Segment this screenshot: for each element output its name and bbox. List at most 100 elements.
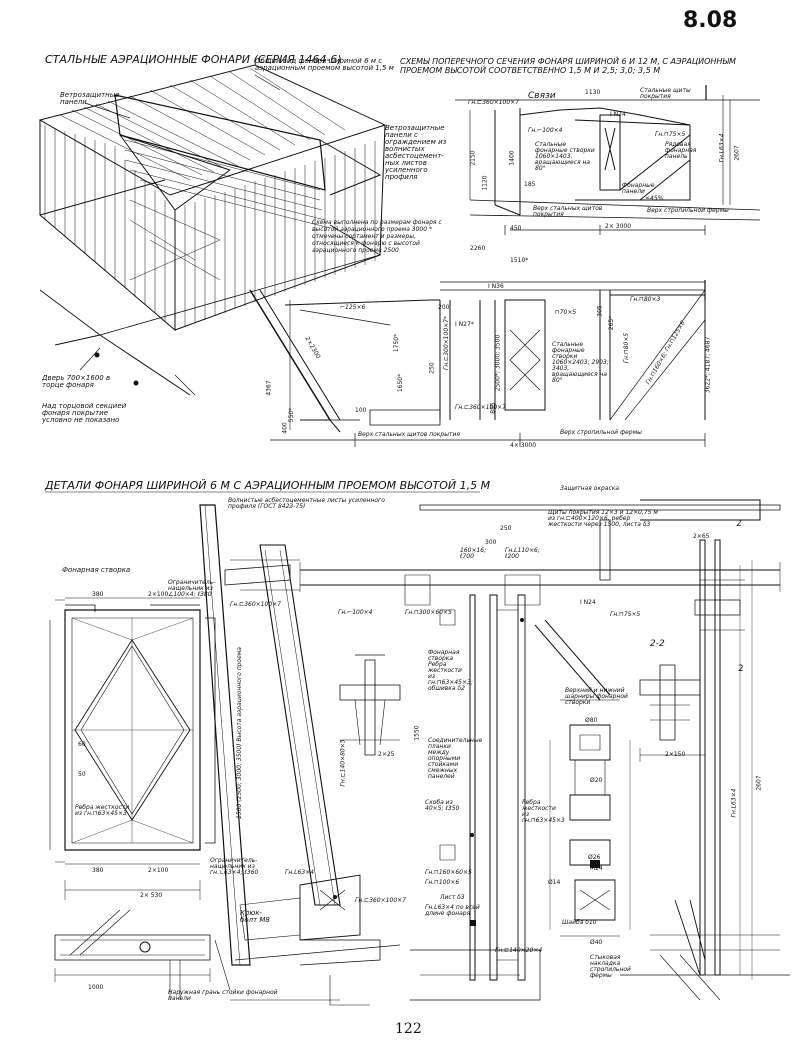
label-end-note: Над торцовой секцией фонаря покрытие усл… — [42, 402, 127, 424]
lbl-2x25: 2×25 — [378, 751, 395, 758]
lbl-4367: 4367 — [265, 380, 273, 396]
lbl-60: 60 — [78, 741, 86, 748]
hinges-detail — [549, 699, 631, 937]
label-door: Дверь 700×1600 в торце фонаря — [42, 374, 111, 389]
lbl-550: 550* — [288, 407, 296, 423]
lbl-d40: Ø40 — [590, 939, 603, 946]
lbl-1550: 1550 — [413, 725, 421, 741]
lbl-d26: Ø26 — [588, 854, 601, 861]
lbl-lantern-panels: Фонарные панели — [622, 182, 655, 195]
lbl-gn360: Гн.⊏360×100×7 — [468, 99, 519, 106]
lbl-2500: 2500*; 3000; 3500 — [494, 334, 502, 392]
lbl-gn360b: Гн.⊏360×100×7 — [455, 404, 506, 411]
lbl-ribs-b: Ребра жесткости из гн.⊓63×45×3 — [522, 799, 565, 824]
lbl-sash-ribs: Фонарная створка Ребра жесткости из гн.⊓… — [428, 649, 473, 692]
lbl-gn63x4: Гн.L63×4 — [718, 133, 726, 163]
lbl-hook-bolt: Крюк-болт М8 — [240, 909, 270, 924]
lbl-outer-face: Наружная грань стойки фонарной панели — [168, 989, 278, 1002]
lbl-gn140: Гн.⊏140×80×5 — [339, 739, 347, 787]
lbl-limiter-top: Ограничитель-нащельник из ∠100×4; ℓ380 — [168, 579, 216, 598]
lbl-4x3000: 4× 3000 — [510, 442, 537, 449]
lbl-2x100a: 2×100 — [148, 591, 169, 598]
lbl-160: 160×16; ℓ700 — [460, 547, 487, 560]
lbl-gn-l63: Гн.L63×4 — [285, 869, 314, 876]
lbl-110: Гн.L110×6; ℓ200 — [505, 547, 540, 560]
lbl-butt-overlay: Стыковая накладка стропильной фермы — [590, 954, 631, 979]
lbl-i24: I N24 — [610, 111, 626, 118]
section-detail-1 — [339, 654, 401, 756]
lbl-3622: 3622*; 4187; 4687 — [704, 336, 712, 394]
lbl-m24: M24 — [590, 865, 603, 872]
lbl-top-shields-b: Верх стальных щитов покрытия — [358, 431, 460, 438]
lbl-d20: Ø20 — [590, 777, 603, 784]
lbl-2x150: 2×150 — [665, 751, 686, 758]
lbl-2607b: 2607 — [755, 775, 763, 791]
lbl-gn75: Гн.⊓75×5 — [655, 131, 686, 138]
lbl-mark2b: 2 — [738, 664, 744, 674]
lbl-2260: 2260 — [470, 245, 486, 252]
lbl-305: 305 — [596, 305, 604, 317]
inclined-panel — [199, 504, 401, 1006]
lbl-250: 250 — [428, 362, 436, 374]
lbl-2150: 2150 — [469, 150, 477, 166]
lbl-limiter-bottom: Ограничитель-нащельник из гн.∟63×4; ℓ360 — [210, 857, 259, 876]
lbl-gn-l63-all: Гн.L63×4 по всей длине фонаря — [425, 904, 480, 917]
section-2-2 — [639, 664, 706, 762]
lbl-gn360x100: Гн.⊏360×100×7 — [230, 601, 281, 608]
lbl-i36: I N36 — [488, 283, 504, 290]
schemes-title: СХЕМЫ ПОПЕРЕЧНОГО СЕЧЕНИЯ ФОНАРЯ ШИРИНОЙ… — [400, 57, 736, 75]
lbl-gn75x5: Гн.⊓75×5 — [610, 611, 641, 618]
sheet-number: 8.08 — [683, 8, 738, 33]
lbl-gn160x60: Гн.⊓160×60×5 — [425, 869, 472, 876]
main-column — [299, 499, 781, 1001]
lbl-shields: Щиты покрытия 12×3 и 12×0,75 м из гн.⊏40… — [548, 509, 658, 528]
lbl-2607: 2607 — [733, 145, 741, 161]
roof-hatching — [44, 67, 376, 330]
lbl-1120: 1120 — [481, 175, 489, 191]
bottom-hinge-detail — [54, 909, 211, 1000]
lbl-250b: 250 — [500, 525, 512, 532]
lbl-gn80x5: Гн.⊓80×5 — [623, 332, 631, 364]
lbl-upper-lower-hinges: Верхний и нижний шарниры фонарной створк… — [565, 687, 628, 706]
lbl-1510: 1510* — [510, 257, 529, 264]
scheme-6m — [455, 85, 761, 235]
lbl-380a: 380 — [92, 591, 104, 598]
lbl-connecting-plates: Соединительные планки между опорными сто… — [428, 737, 483, 780]
lbl-1130: 1130 — [585, 89, 601, 96]
lbl-gn125x6: ⌐125×6 — [340, 304, 366, 311]
lbl-100: 100 — [355, 407, 367, 414]
lantern-sash-elevation — [49, 597, 216, 900]
label-wind-panels-note: Ветрозащитные панели с ограждением из во… — [385, 124, 447, 181]
lbl-2x100b: 2×100 — [148, 867, 169, 874]
lbl-d80: Ø80 — [585, 717, 598, 724]
lbl-bracket: Скоба из 40×5; ℓ350 — [425, 799, 460, 812]
lbl-opening-height: 1500 (2500; 3000; 3500) Высота аэрационн… — [236, 647, 243, 819]
lbl-protective: Защитная окраска — [560, 485, 620, 492]
lbl-pct45: ≤45% — [645, 195, 664, 202]
lbl-svyazi: Связи — [528, 91, 556, 101]
lbl-steel-sashes-b: Стальные фонарные створки 1060×2403; 290… — [552, 341, 609, 384]
scheme-12m — [249, 280, 706, 447]
lbl-400: 400 — [281, 422, 289, 434]
lbl-50: 50 — [78, 771, 86, 778]
lbl-top-truss: Верх стропильной фермы — [647, 207, 729, 214]
lbl-2x65: 2×65 — [693, 533, 710, 540]
lbl-scheme-note: Схема выполнена по размерам фонаря с выс… — [312, 219, 442, 254]
lbl-top-shields: Верх стальных щитов покрытия — [533, 205, 603, 218]
lbl-list8: Лист δ3 — [440, 894, 465, 901]
label-wind-panels: Ветрозащитные панели — [60, 91, 120, 106]
lbl-gn300x60: Гн.⊓300×60×5 — [405, 609, 452, 616]
right-column — [620, 539, 790, 1001]
lbl-gn300: Гн.⊏300×100×7* — [442, 316, 450, 370]
lbl-i27: I N27* — [455, 321, 474, 328]
page-number: 122 — [395, 1021, 422, 1037]
lbl-steel-shields: Стальные щиты покрытия — [640, 87, 691, 100]
lbl-gn80x3: Гн.⊓80×3 — [630, 296, 661, 303]
lbl-1750: 1750* — [393, 333, 401, 353]
lbl-washer: Шайба δ10 — [562, 919, 597, 926]
lbl-ryadovaya: Рядовая фонарная панель — [665, 141, 697, 160]
lbl-265: 265* — [608, 315, 616, 331]
lbl-gn100x6: Гн.⊓100×6 — [425, 879, 460, 886]
lbl-steel-sashes-a: Стальные фонарные створки 1060×1403, вра… — [535, 141, 595, 172]
lbl-1000: 1000 — [88, 984, 104, 991]
